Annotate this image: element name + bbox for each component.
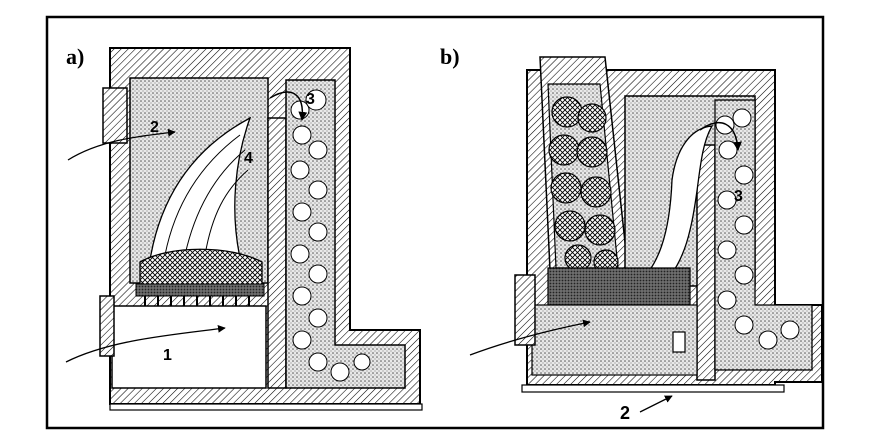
panel-b-label: b) — [440, 44, 460, 69]
stove-a-fuel-door — [102, 87, 128, 144]
stove-b-smoke — [715, 108, 800, 350]
stove-a-marker-1: 1 — [163, 347, 172, 364]
panel-a: a) — [65, 44, 423, 411]
panel-b: b) — [440, 44, 823, 423]
stove-a-marker-4: 4 — [244, 150, 253, 167]
stove-a-marker-2: 2 — [150, 119, 159, 136]
stove-a-flame-lines — [164, 134, 249, 256]
stove-a-smoke — [290, 89, 371, 382]
stove-b-base-air-arrow — [639, 395, 673, 413]
stove-a-ashpit — [111, 305, 267, 389]
stove-a-flue-arrow — [269, 91, 308, 121]
stove-b-base — [521, 384, 785, 393]
stove-b-ashpit — [531, 304, 698, 376]
stove-b-fuel-bed — [547, 267, 691, 306]
stove-b-fuel-logs — [548, 96, 619, 275]
stove-b-flue-arrow — [699, 121, 742, 151]
stove-a-grate-bars — [144, 296, 250, 306]
stove-b-marker-3: 3 — [734, 188, 743, 205]
stove-a-grate — [135, 283, 265, 297]
stove-b-marker-2: 2 — [620, 403, 630, 423]
panel-a-label: a) — [66, 44, 84, 69]
stove-a-base — [109, 403, 423, 411]
stove-b-partition — [696, 144, 716, 381]
stove-b-flame — [628, 125, 714, 301]
stove-b-primary-air-arrow — [469, 319, 591, 356]
stove-a-fuel-bed — [139, 248, 263, 286]
stove-b-ash-door — [514, 274, 536, 346]
stove-a-marker-3: 3 — [306, 91, 315, 108]
stove-b-damper — [672, 331, 686, 353]
stove-a-partition — [267, 117, 287, 389]
stove-a-primary-air-arrow — [65, 325, 226, 363]
stove-a-flame — [149, 116, 252, 261]
stove-a-secondary-air-arrow — [67, 128, 176, 161]
stove-a-ash-door — [99, 295, 115, 357]
